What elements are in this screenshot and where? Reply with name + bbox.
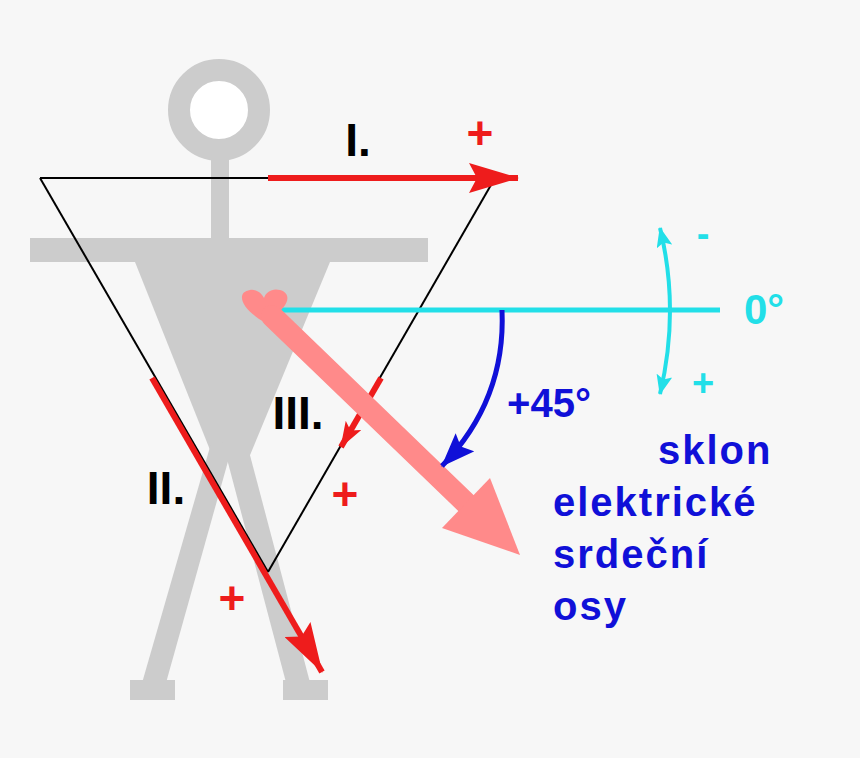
human-figure	[30, 70, 428, 700]
polarity-sign: +	[467, 110, 494, 156]
electrical-axis-head	[442, 478, 520, 555]
polarity-sign: +	[219, 575, 246, 621]
axis-caption: sklon elektrické srdeční osy	[553, 424, 772, 632]
angle-arc	[442, 310, 502, 466]
angle-sign: -	[697, 215, 710, 253]
einthoven-triangle	[40, 178, 495, 572]
lead-name: II.	[147, 465, 185, 511]
lead-i-arrow	[268, 175, 518, 181]
sign-arc	[660, 228, 670, 394]
angle-sign: +	[692, 364, 714, 402]
lead-name: III.	[272, 390, 323, 436]
angle-value: +45°	[507, 383, 591, 423]
angle-value: 0°	[744, 289, 784, 331]
electrical-axis-arrow	[272, 316, 470, 507]
polarity-sign: +	[332, 471, 359, 517]
zero-degree-line	[268, 308, 720, 313]
lead-name: I.	[345, 117, 371, 163]
